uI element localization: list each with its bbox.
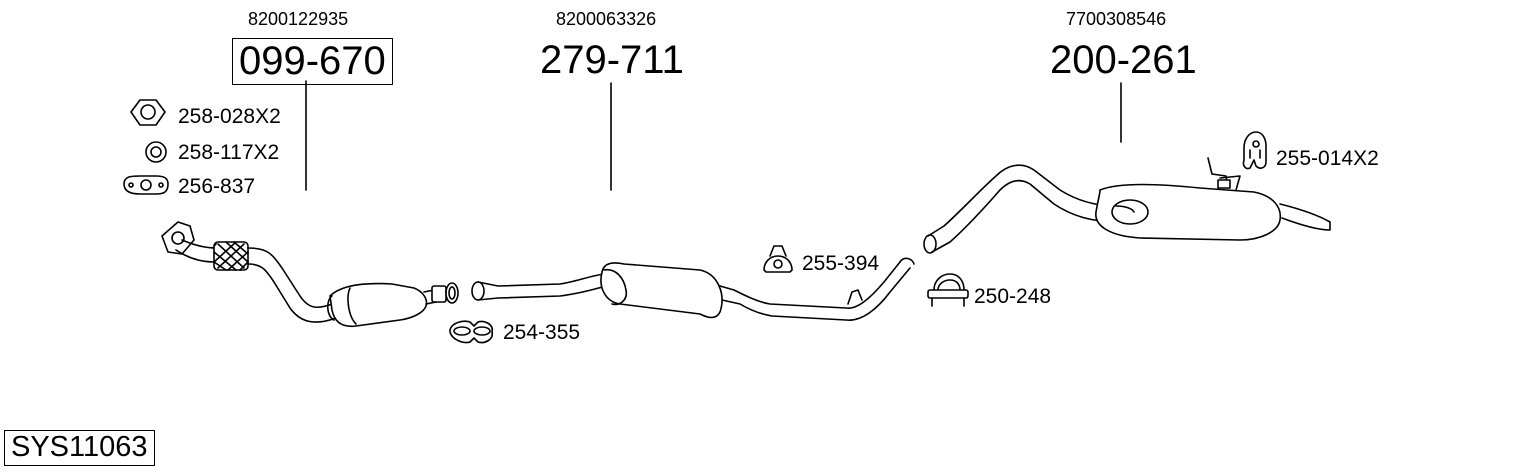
rear-silencer-drawing — [923, 157, 1331, 254]
accessory-label-u-bolt-clamp[interactable]: 250-248 — [974, 285, 1052, 308]
system-code: SYS11063 — [4, 430, 155, 466]
rubber-hanger-icon — [1242, 131, 1267, 170]
hex-nut-icon — [130, 99, 166, 126]
accessory-label-rubber-hanger[interactable]: 255-014X2 — [1276, 147, 1379, 170]
accessory-label-sealing-ring[interactable]: 258-117X2 — [178, 141, 280, 164]
flange-gasket-icon — [123, 175, 169, 195]
oe-number-rear-silencer: 7700308546 — [1066, 9, 1167, 29]
accessory-label-hex-nut[interactable]: 258-028X2 — [178, 105, 281, 128]
part-number-rear-silencer[interactable]: 200-261 — [1050, 38, 1197, 82]
rubber-mount-icon — [763, 245, 793, 273]
sealing-ring-icon — [145, 141, 167, 163]
u-bolt-clamp-icon — [927, 273, 969, 307]
part-number-middle-silencer[interactable]: 279-711 — [540, 38, 684, 82]
pipe-clamp-icon — [449, 320, 494, 344]
oe-number-front-pipe: 8200122935 — [248, 9, 349, 29]
front-pipe-catalyst-drawing — [161, 221, 459, 328]
accessory-label-flange-gasket[interactable]: 256-837 — [178, 175, 256, 198]
oe-number-middle-silencer: 8200063326 — [556, 9, 657, 29]
accessory-label-pipe-clamp[interactable]: 254-355 — [503, 321, 581, 344]
part-number-front-pipe[interactable]: 099-670 — [232, 38, 393, 85]
middle-silencer-drawing — [471, 257, 915, 321]
accessory-label-rubber-mount[interactable]: 255-394 — [802, 252, 880, 275]
